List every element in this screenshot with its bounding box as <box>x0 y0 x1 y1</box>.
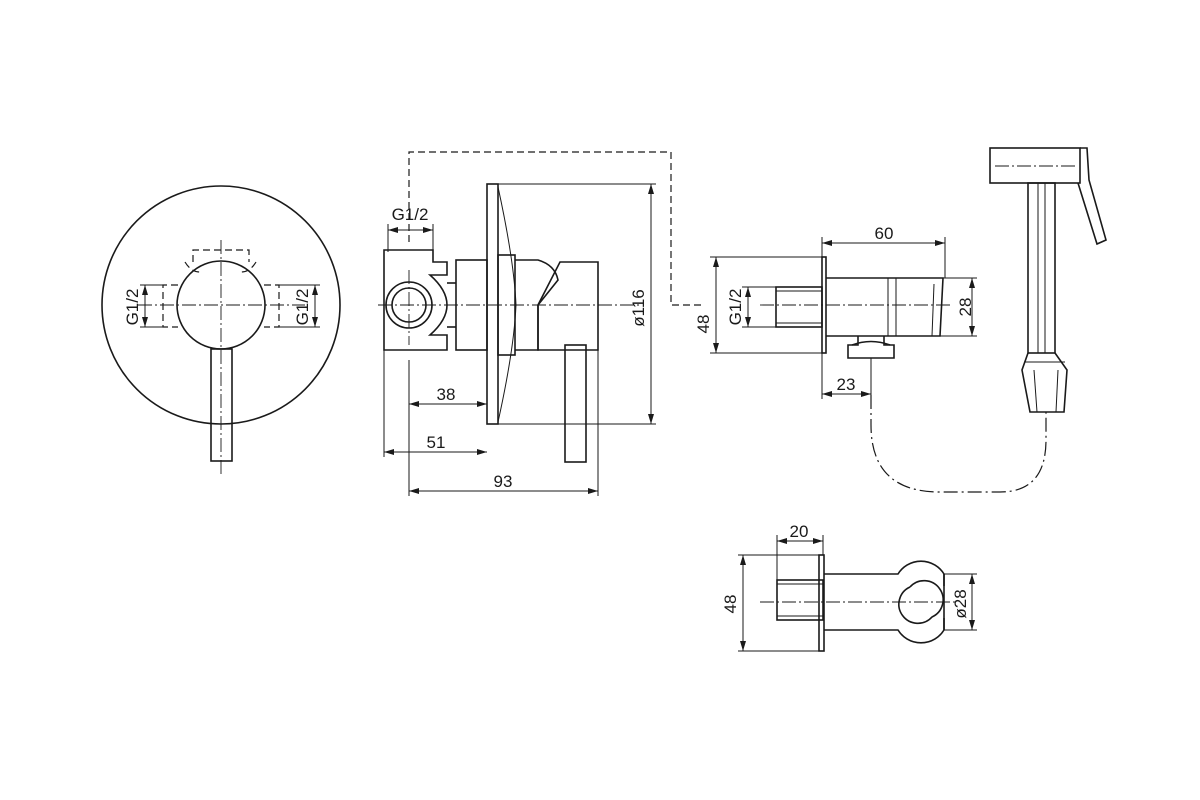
arrowhead <box>969 620 975 630</box>
arrowhead <box>713 343 719 353</box>
front-lever-handle <box>210 348 233 462</box>
front-view: G1/2 G1/2 <box>101 185 341 476</box>
label-holder-23: 23 <box>837 375 856 394</box>
arrowhead <box>969 278 975 288</box>
holder-seam <box>931 283 935 337</box>
shower-hose <box>870 395 1047 493</box>
side-knob-body <box>537 261 599 351</box>
arrowhead <box>740 641 746 651</box>
label-dim-93: 93 <box>494 472 513 491</box>
arrowhead <box>969 574 975 584</box>
arrowhead <box>312 285 318 295</box>
hand-shower <box>870 147 1107 493</box>
hidden-connection-path <box>408 151 705 306</box>
arrowhead <box>142 317 148 327</box>
arrowhead <box>588 488 598 494</box>
arrowhead <box>409 488 419 494</box>
arrowhead <box>935 240 945 246</box>
label-holder-48: 48 <box>694 315 713 334</box>
top-thread-stub <box>776 579 824 621</box>
label-holder-60: 60 <box>875 224 894 243</box>
shower-trigger <box>1077 147 1107 246</box>
arrowhead <box>822 240 832 246</box>
arrowhead <box>423 227 433 233</box>
label-holder-g: G1/2 <box>726 289 745 326</box>
side-view: G1/2 ø116 38 51 93 <box>378 151 705 496</box>
label-dim-38: 38 <box>437 385 456 404</box>
label-side-g-top: G1/2 <box>392 205 429 224</box>
label-top-20: 20 <box>790 522 809 541</box>
label-top-48: 48 <box>721 595 740 614</box>
side-cover-plate <box>486 183 499 425</box>
label-front-g-right: G1/2 <box>293 289 312 326</box>
label-dia-116: ø116 <box>629 289 648 327</box>
side-knob-neck <box>515 259 559 351</box>
side-lever-handle <box>564 344 587 463</box>
holder-top-view: 20 48 ø28 <box>721 522 977 652</box>
arrowhead <box>409 401 419 407</box>
arrowhead <box>648 184 654 194</box>
arrowhead <box>384 449 394 455</box>
top-holder-ring <box>898 579 944 625</box>
cone-line <box>1055 369 1059 413</box>
shower-handle <box>1027 182 1056 354</box>
side-plate-curve <box>497 186 517 423</box>
arrowhead <box>969 326 975 336</box>
arrowhead <box>312 317 318 327</box>
shower-head <box>989 147 1081 184</box>
label-top-dia-28: ø28 <box>951 589 970 618</box>
arrowhead <box>477 449 487 455</box>
arrowhead <box>477 401 487 407</box>
holder-body <box>826 277 944 337</box>
label-front-g-left: G1/2 <box>123 289 142 326</box>
arrowhead <box>822 391 832 397</box>
arrowhead <box>813 538 823 544</box>
arrowhead <box>142 285 148 295</box>
cone-line <box>1033 369 1038 413</box>
holder-thread-stub <box>775 286 823 328</box>
holder-side-view: 60 48 G1/2 28 23 <box>694 224 977 399</box>
holder-outlet-nut <box>847 336 895 359</box>
arrowhead <box>745 287 751 297</box>
arrowhead <box>861 391 871 397</box>
label-holder-28: 28 <box>956 298 975 317</box>
holder-outlet-curve <box>851 340 891 346</box>
arrowhead <box>388 227 398 233</box>
shower-cone <box>1021 352 1068 413</box>
arrowhead <box>740 555 746 565</box>
arrowhead <box>777 538 787 544</box>
label-dim-51: 51 <box>427 433 446 452</box>
arrowhead <box>745 317 751 327</box>
arrowhead <box>713 257 719 267</box>
arrowhead <box>648 414 654 424</box>
top-wall-plate <box>818 554 825 652</box>
